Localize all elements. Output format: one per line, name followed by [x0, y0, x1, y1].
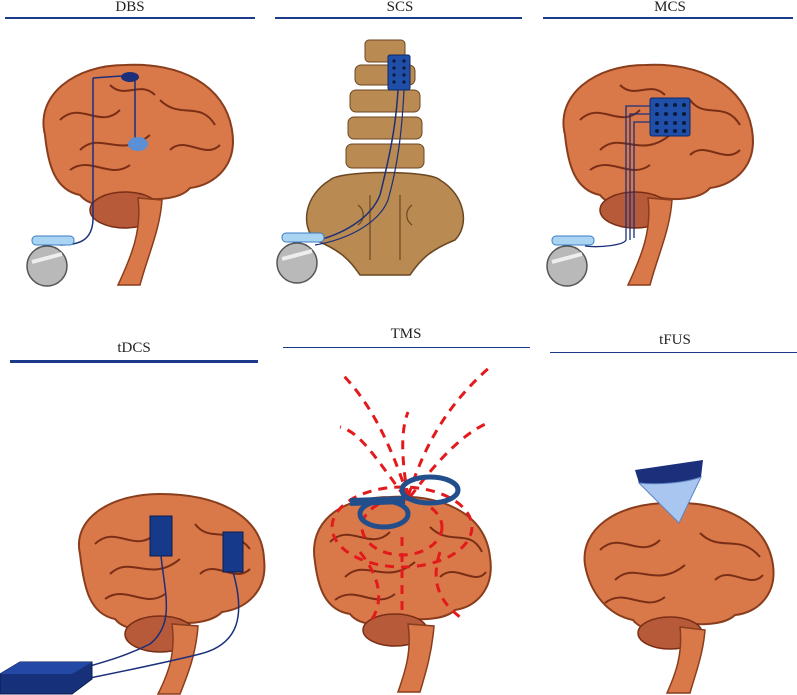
tfus-illustration: [583, 460, 775, 694]
panel-title-tms: TMS: [390, 326, 422, 342]
panel-title-dbs: DBS: [115, 0, 145, 15]
brain-graphic: [313, 495, 492, 693]
title-rule-dbs: [5, 17, 255, 19]
tdcs-lead-cathode: [69, 571, 240, 683]
scs-electrode-paddle: [387, 54, 411, 91]
tdcs-lead-anode: [69, 555, 168, 673]
title-rule-scs: [275, 17, 522, 19]
title-rule-tfus: [550, 352, 797, 353]
dbs-target-electrode: [128, 137, 148, 151]
mcs-illustration: [546, 63, 754, 287]
title-rule-mcs: [543, 17, 793, 19]
sacrum: [305, 171, 465, 276]
brainstem: [396, 623, 435, 693]
tdcs-stimulator-box: [0, 661, 93, 695]
title-rule-tdcs: [10, 360, 258, 363]
panel-title-tfus: tFUS: [659, 332, 691, 348]
scs-lead: [314, 89, 399, 242]
pulse-generator: [26, 235, 75, 287]
panel-title-scs: SCS: [386, 0, 414, 15]
brainstem: [626, 197, 673, 286]
mcs-electrode-grid: [649, 97, 691, 137]
tms-coil-handle: [349, 496, 406, 506]
brain-graphic: [42, 63, 234, 286]
brainstem: [665, 626, 706, 694]
spine-graphic: [305, 39, 465, 276]
mcs-lead: [584, 105, 650, 248]
tdcs-anode-electrode: [149, 515, 173, 557]
tdcs-cathode-electrode: [222, 531, 244, 573]
tms-illustration: [313, 365, 492, 693]
dbs-illustration: [26, 63, 234, 287]
burr-hole-cap: [121, 72, 139, 82]
tdcs-illustration: [0, 492, 266, 695]
title-rule-tms: [283, 347, 530, 348]
brainstem: [116, 197, 163, 286]
panel-title-tdcs: tDCS: [117, 340, 151, 356]
scs-illustration: [276, 39, 465, 284]
brain-graphic: [583, 501, 775, 694]
pulse-generator: [546, 235, 595, 287]
panel-title-mcs: MCS: [654, 0, 686, 15]
pulse-generator: [276, 232, 325, 284]
tfus-transducer: [635, 460, 703, 524]
